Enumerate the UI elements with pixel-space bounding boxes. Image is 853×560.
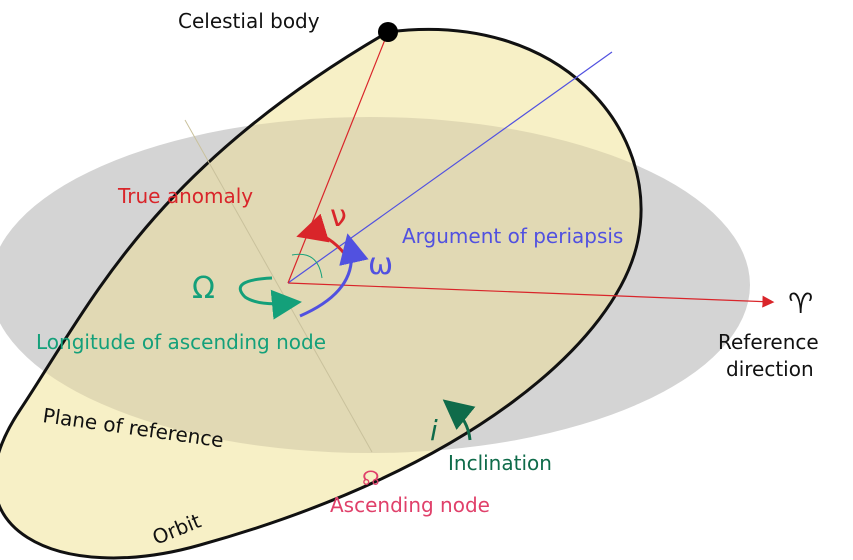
ascending-node-label: Ascending node <box>330 493 490 517</box>
inner-angle-arc <box>291 253 323 279</box>
reference-direction-label-line1: Reference <box>718 330 819 354</box>
argument-of-periapsis-label: Argument of periapsis <box>402 224 623 248</box>
longitude-ascending-node-label: Longitude of ascending node <box>36 330 326 354</box>
omega-small-symbol: ω <box>368 247 393 282</box>
nu-symbol: ν <box>330 199 347 234</box>
reference-direction-line <box>287 282 775 308</box>
orbit-outline <box>0 27 643 560</box>
celestial-body-marker <box>378 22 398 42</box>
argument-of-periapsis-arc <box>299 233 369 318</box>
aries-symbol: ♈ <box>788 287 813 320</box>
reference-direction-label-line2: direction <box>726 357 814 381</box>
longitude-ascending-node-arc <box>238 276 302 320</box>
inclination-symbol: i <box>430 414 438 447</box>
celestial-body-label: Celestial body <box>178 9 320 33</box>
omega-capital-symbol: Ω <box>192 271 215 306</box>
true-anomaly-label: True anomaly <box>117 184 253 208</box>
line-of-nodes <box>184 119 373 453</box>
ascending-node-symbol: ☊ <box>362 466 380 490</box>
inclination-arc <box>442 399 476 441</box>
inclination-label: Inclination <box>448 451 552 475</box>
